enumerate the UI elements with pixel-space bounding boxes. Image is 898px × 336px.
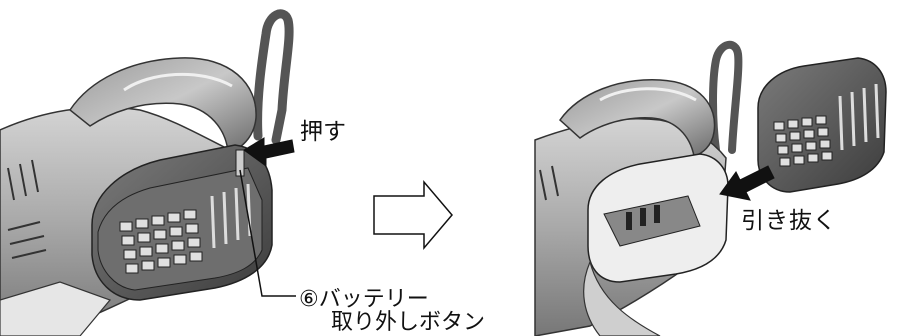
strap-right [709, 41, 743, 154]
battery-grid-left [119, 209, 203, 274]
motor-vents-left [7, 159, 47, 259]
pull-arrow [719, 165, 775, 201]
battery-release-button-label-line2: 取り外しボタン [331, 310, 486, 335]
strap-left [253, 9, 294, 145]
battery-release-button-left [235, 149, 245, 177]
right-figure-cleaner-without-battery [534, 41, 887, 336]
push-arrow [243, 137, 295, 167]
battery-release-button-label-line1: ⑥バッテリー [299, 287, 429, 312]
handle-right [558, 79, 716, 157]
leader-line [239, 169, 296, 297]
transition-arrow [373, 179, 453, 251]
handle-left [68, 57, 257, 153]
push-label: 押す [300, 119, 346, 145]
left-figure-cleaner-with-battery [0, 9, 294, 336]
battery-grid-right [773, 115, 833, 167]
pull-out-label: 引き抜く [741, 208, 837, 234]
